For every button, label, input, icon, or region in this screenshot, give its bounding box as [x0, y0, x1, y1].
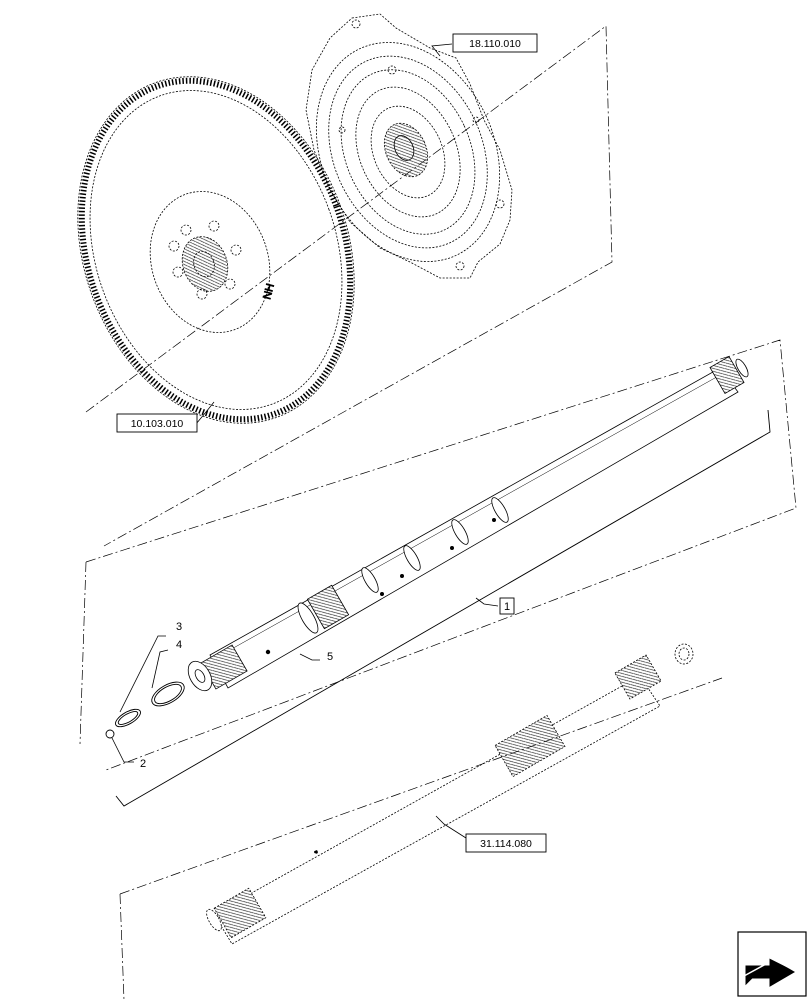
envelope-lower: [119, 677, 723, 1000]
ball-2: [105, 729, 115, 739]
leader-lines: [111, 43, 499, 839]
ref-box-converter[interactable]: 18.110.010: [452, 33, 538, 53]
item-1-bracket: [115, 409, 771, 807]
ref-label-converter: 18.110.010: [469, 38, 521, 50]
envelope-upper: [85, 25, 613, 547]
callout-1[interactable]: 1: [499, 597, 515, 615]
ref-label-flywheel: 10.103.010: [131, 418, 184, 430]
lower-shaft: [206, 643, 694, 945]
svg-text:NH: NH: [261, 282, 277, 301]
callout-3[interactable]: 3: [176, 621, 182, 633]
callout-5[interactable]: 5: [327, 651, 333, 663]
callout-2[interactable]: 2: [140, 758, 146, 770]
callout-1-label: 1: [504, 601, 510, 613]
input-shaft: [187, 355, 749, 692]
o-ring-4: [151, 681, 185, 707]
envelope-middle: [79, 339, 797, 771]
torque-converter: [305, 13, 513, 279]
callout-4[interactable]: 4: [176, 639, 182, 651]
ref-label-lower-shaft: 31.114.080: [480, 838, 532, 850]
flywheel: NH: [77, 76, 355, 424]
page-turn-arrow-icon[interactable]: [737, 931, 807, 997]
o-ring-3: [115, 708, 141, 728]
ref-box-flywheel[interactable]: 10.103.010: [116, 413, 198, 433]
ref-box-lower-shaft[interactable]: 31.114.080: [465, 833, 547, 853]
